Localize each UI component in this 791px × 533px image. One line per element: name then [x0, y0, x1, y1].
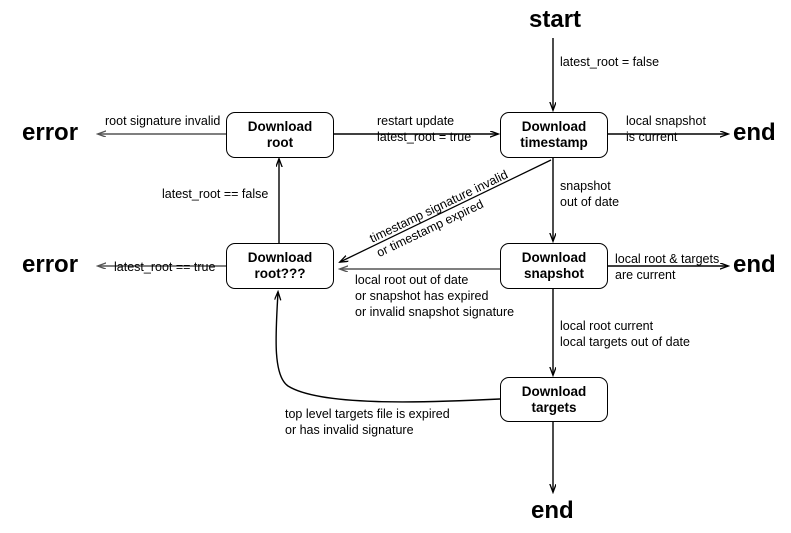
node-download-snapshot[interactable]: Download snapshot: [500, 243, 608, 289]
edge-label-local-snapshot-current: local snapshot is current: [626, 114, 706, 144]
edge-label-latest-root-equals-true: latest_root == true: [114, 260, 216, 274]
edge-label-latest-root-false: latest_root = false: [560, 55, 660, 69]
terminal-end-bottom: end: [531, 497, 574, 524]
edge-label-top-level-targets-expired: top level targets file is expired or has…: [285, 407, 450, 437]
node-download-targets[interactable]: Download targets: [500, 377, 608, 422]
edge-label-local-root-current: local root current local targets out of …: [560, 319, 690, 349]
terminal-end-mid: end: [733, 251, 776, 278]
node-download-root-question[interactable]: Download root???: [226, 243, 334, 289]
edge-label-local-root-targets-current: local root & targets are current: [615, 252, 720, 282]
edge-label-root-signature-invalid: root signature invalid: [105, 114, 221, 128]
terminal-end-top: end: [733, 119, 776, 146]
terminal-error-mid: error: [22, 251, 79, 278]
edge-targets-to-rootq: [276, 292, 501, 403]
node-download-timestamp[interactable]: Download timestamp: [500, 112, 608, 158]
terminal-start: start: [529, 6, 582, 33]
node-download-root[interactable]: Download root: [226, 112, 334, 158]
edge-label-restart-update: restart update latest_root = true: [377, 114, 472, 144]
edge-timestamp-to-rootq: [340, 159, 552, 262]
edge-label-snapshot-out-of-date: snapshot out of date: [560, 179, 620, 209]
terminal-error-top: error: [22, 119, 79, 146]
edge-label-latest-root-equals-false: latest_root == false: [162, 187, 269, 201]
edge-label-local-root-out-of-date: local root out of date or snapshot has e…: [355, 273, 515, 319]
